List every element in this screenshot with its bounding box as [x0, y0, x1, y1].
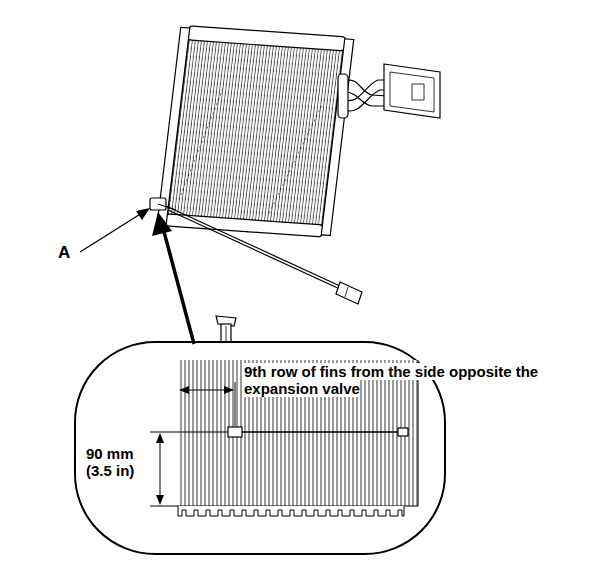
dimension-label-box: 90 mm (3.5 in) — [86, 446, 154, 479]
expansion-valve — [384, 64, 440, 118]
thermistor — [150, 198, 362, 304]
dimension-label: 90 mm (3.5 in) — [86, 445, 134, 479]
detail-thermistor — [228, 427, 408, 437]
part-letter: A — [58, 243, 70, 262]
evaporator-core — [157, 25, 354, 237]
refrigerant-pipes — [338, 74, 388, 118]
dimension-lines — [150, 382, 235, 506]
part-letter-box: A — [58, 244, 78, 263]
detail-arrow — [152, 212, 194, 344]
leader-line — [80, 208, 150, 252]
thermistor-clip — [216, 316, 236, 344]
fin-row-note: 9th row of fins from the side opposite t… — [244, 363, 538, 397]
fin-row-note-box: 9th row of fins from the side opposite t… — [244, 364, 544, 397]
